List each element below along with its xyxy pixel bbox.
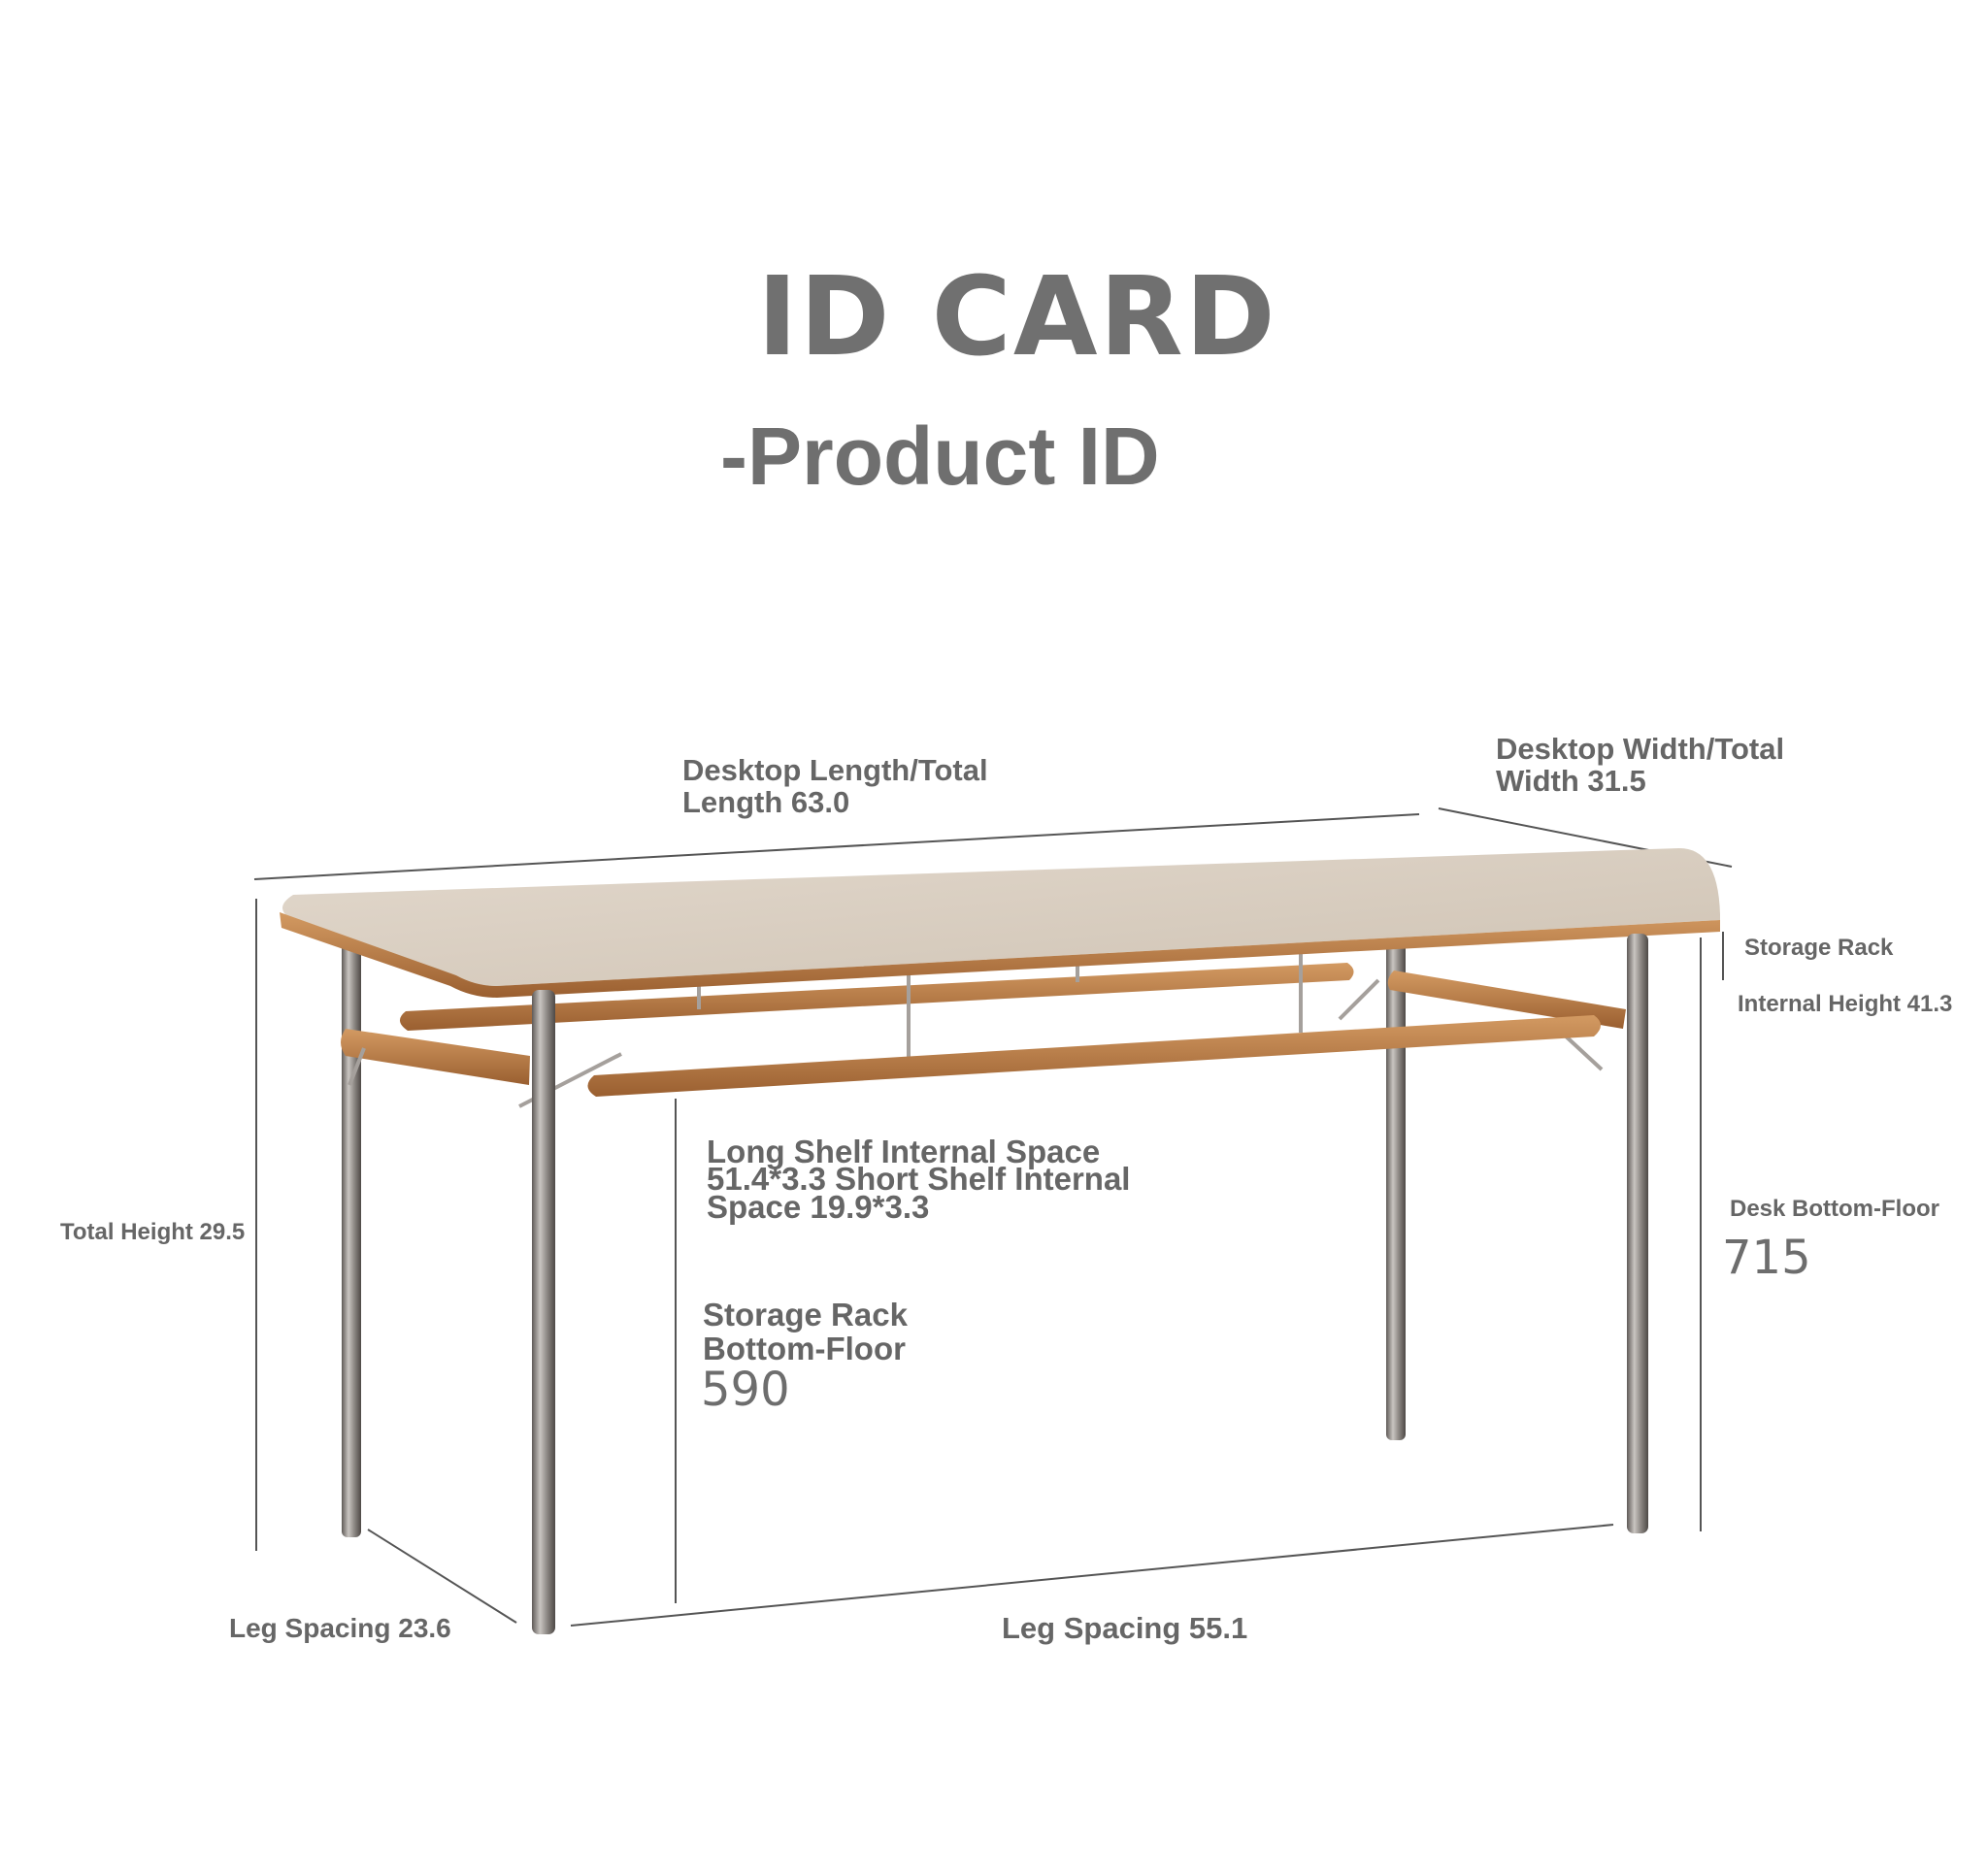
desk-bottom-label: Desk Bottom-Floor — [1730, 1196, 1939, 1222]
length-dimension-line — [253, 813, 1420, 880]
back-right-leg — [1386, 941, 1406, 1440]
shelf-space-line1: Long Shelf Internal Space — [707, 1134, 1101, 1169]
rack-bottom-line1: Storage Rack — [703, 1297, 908, 1332]
shelf-support — [348, 1047, 366, 1086]
tabletop-surface — [282, 848, 1720, 986]
short-leg-dimension-line — [367, 1529, 517, 1624]
page-subtitle: -Product ID — [720, 411, 1160, 502]
rack-bottom-line2: Bottom-Floor — [703, 1330, 906, 1366]
front-right-leg — [1627, 934, 1648, 1533]
desktop-length-line2: Length 63.0 — [682, 784, 850, 819]
front-long-shelf — [587, 1015, 1601, 1097]
desktop-length-line1: Desktop Length/Total — [682, 753, 988, 787]
rack-bottom-label: Storage Rack Bottom-Floor — [703, 1297, 908, 1366]
long-leg-spacing-label: Leg Spacing 55.1 — [1002, 1611, 1248, 1645]
right-short-shelf — [1387, 970, 1626, 1029]
desk-bottom-value: 715 — [1722, 1231, 1811, 1285]
desktop-width-line2: Width 31.5 — [1496, 763, 1646, 798]
left-short-shelf — [341, 1029, 530, 1085]
front-left-leg — [532, 990, 555, 1634]
back-left-leg — [342, 943, 361, 1537]
page-title: ID CARD — [757, 254, 1277, 380]
dimension-lines — [253, 807, 1733, 1627]
desktop-width-line1: Desktop Width/Total — [1496, 732, 1785, 766]
shelf-support — [1338, 978, 1380, 1021]
storage-rack-internal-height-label: Internal Height 41.3 — [1738, 991, 1953, 1017]
shelf-space-line2: 51.4*3.3 Short Shelf Internal — [707, 1161, 1131, 1198]
shelf-space-label: Long Shelf Internal Space 51.4*3.3 Short… — [707, 1134, 1131, 1225]
long-leg-dimension-line — [570, 1524, 1614, 1627]
shelf-support — [1561, 1032, 1604, 1071]
storage-rack-title-label: Storage Rack — [1744, 935, 1894, 961]
back-long-shelf — [399, 963, 1354, 1031]
shelf-space-line3: Space 19.9*3.3 — [707, 1188, 930, 1225]
rack-bottom-value: 590 — [701, 1363, 790, 1417]
desktop-width-label: Desktop Width/Total Width 31.5 — [1496, 732, 1785, 798]
desktop-length-label: Desktop Length/Total Length 63.0 — [682, 753, 988, 819]
short-leg-spacing-label: Leg Spacing 23.6 — [229, 1613, 451, 1643]
total-height-label: Total Height 29.5 — [60, 1219, 246, 1245]
